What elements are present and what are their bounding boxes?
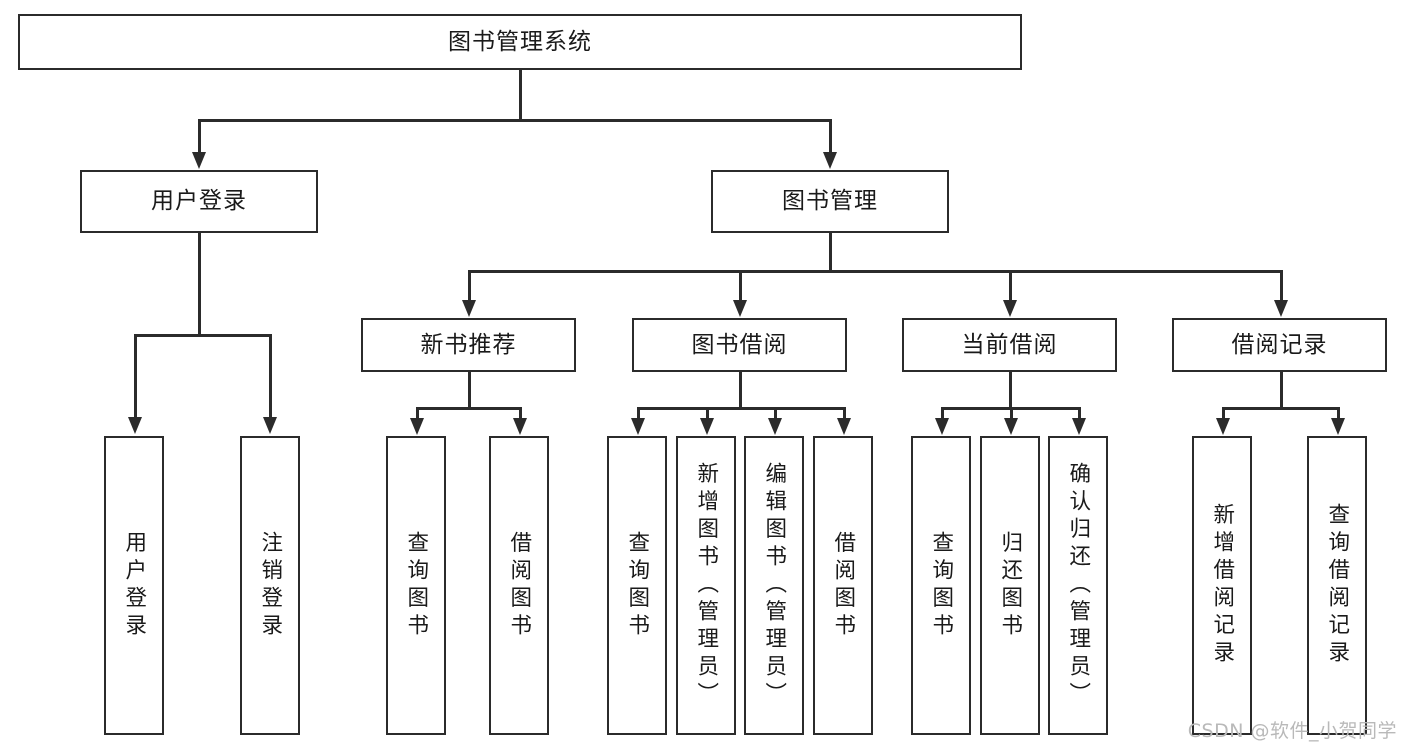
leaf-current-borrow-query-book[interactable]: 查询图书 [911,436,971,735]
node-label: 用户登录 [151,188,247,215]
edge-root-to-user-login [198,119,201,154]
watermark-text: CSDN @软件_小贺同学 [1187,720,1397,742]
arrow-bm-borrow-record [1274,300,1288,317]
edge-book-management-bus [468,270,1280,273]
arrow-user-login-leaf-2 [263,417,277,434]
edge-current-borrow-leaf-3 [1078,407,1081,427]
leaf-book-borrow-edit-book-admin[interactable]: 编辑图书（管理员） [744,436,804,735]
arrow-borrow-record-leaf-1 [1216,418,1230,435]
edge-book-borrow-leaf-3 [774,407,777,427]
edge-book-borrow-leaf-1 [637,407,640,427]
node-label: 借阅记录 [1231,331,1328,358]
leaf-book-borrow-borrow-book[interactable]: 借阅图书 [813,436,873,735]
edge-new-book-bus [416,407,521,410]
arrow-borrow-record-leaf-2 [1331,418,1345,435]
edge-new-book-trunk [468,372,471,409]
edge-borrow-record-leaf-1 [1222,407,1225,427]
leaf-label: 注销登录 [257,530,283,641]
edge-user-login-to-leaf-1 [134,334,137,419]
node-root-book-management-system[interactable]: 图书管理系统 [18,14,1022,70]
edge-user-login-to-leaf-2 [269,334,272,419]
edge-book-borrow-leaf-4 [843,407,846,427]
edge-current-borrow-leaf-2 [1010,407,1013,427]
arrow-current-borrow-leaf-1 [935,418,949,435]
arrow-new-book-leaf-2 [513,418,527,435]
arrow-bm-new-book [462,300,476,317]
edge-book-borrow-trunk [739,372,742,409]
edge-book-borrow-bus [637,407,845,410]
leaf-label: 借阅图书 [506,530,532,641]
leaf-user-login-logout[interactable]: 注销登录 [240,436,300,735]
node-label: 当前借阅 [961,331,1058,358]
arrow-book-borrow-leaf-2 [700,418,714,435]
edge-current-borrow-leaf-1 [941,407,944,427]
leaf-book-borrow-query-book[interactable]: 查询图书 [607,436,667,735]
arrow-book-borrow-leaf-1 [631,418,645,435]
leaf-label: 借阅图书 [830,530,856,641]
leaf-new-book-borrow-book[interactable]: 借阅图书 [489,436,549,735]
edge-bm-to-new-book [468,270,471,302]
edge-user-login-bus [134,334,271,337]
leaf-label: 新增图书（管理员） [693,461,719,710]
edge-root-to-book-management [829,119,832,154]
edge-current-borrow-trunk [1009,372,1012,409]
leaf-borrow-record-query-record[interactable]: 查询借阅记录 [1307,436,1367,735]
node-user-login[interactable]: 用户登录 [80,170,318,233]
leaf-current-borrow-return-book[interactable]: 归还图书 [980,436,1040,735]
arrow-to-user-login [192,152,206,169]
edge-bm-to-current-borrow [1009,270,1012,302]
leaf-label: 查询图书 [403,530,429,641]
arrow-book-borrow-leaf-4 [837,418,851,435]
leaf-label: 用户登录 [121,530,147,641]
arrow-bm-current-borrow [1003,300,1017,317]
arrow-current-borrow-leaf-3 [1072,418,1086,435]
edge-user-login-trunk [198,233,201,335]
edge-root-bus [198,119,831,122]
edge-new-book-leaf-1 [416,407,419,427]
leaf-label: 新增借阅记录 [1209,503,1235,668]
node-book-borrow[interactable]: 图书借阅 [632,318,847,372]
node-new-book-recommend[interactable]: 新书推荐 [361,318,576,372]
edge-borrow-record-leaf-2 [1337,407,1340,427]
arrow-bm-book-borrow [733,300,747,317]
edge-borrow-record-trunk [1280,372,1283,409]
leaf-book-borrow-add-book-admin[interactable]: 新增图书（管理员） [676,436,736,735]
leaf-label: 归还图书 [997,530,1023,641]
node-book-management[interactable]: 图书管理 [711,170,949,233]
node-label: 新书推荐 [420,331,517,358]
leaf-user-login-login[interactable]: 用户登录 [104,436,164,735]
edge-book-borrow-leaf-2 [706,407,709,427]
node-current-borrow[interactable]: 当前借阅 [902,318,1117,372]
edge-borrow-record-bus [1222,407,1339,410]
arrow-book-borrow-leaf-3 [768,418,782,435]
node-label: 图书借阅 [691,331,788,358]
edge-root-trunk [519,70,522,120]
leaf-label: 查询借阅记录 [1324,503,1350,668]
leaf-label: 编辑图书（管理员） [761,461,787,710]
leaf-current-borrow-confirm-return-admin[interactable]: 确认归还（管理员） [1048,436,1108,735]
node-borrow-record[interactable]: 借阅记录 [1172,318,1387,372]
edge-new-book-leaf-2 [519,407,522,427]
arrow-current-borrow-leaf-2 [1004,418,1018,435]
node-label: 图书管理 [782,188,878,215]
edge-bm-to-borrow-record [1280,270,1283,302]
arrow-user-login-leaf-1 [128,417,142,434]
edge-bm-to-book-borrow [739,270,742,302]
arrow-new-book-leaf-1 [410,418,424,435]
edge-book-management-trunk [829,233,832,271]
leaf-label: 查询图书 [624,530,650,641]
leaf-label: 确认归还（管理员） [1065,461,1091,710]
node-label: 图书管理系统 [448,28,592,55]
leaf-borrow-record-add-record[interactable]: 新增借阅记录 [1192,436,1252,735]
arrow-to-book-management [823,152,837,169]
leaf-label: 查询图书 [928,530,954,641]
leaf-new-book-query-book[interactable]: 查询图书 [386,436,446,735]
